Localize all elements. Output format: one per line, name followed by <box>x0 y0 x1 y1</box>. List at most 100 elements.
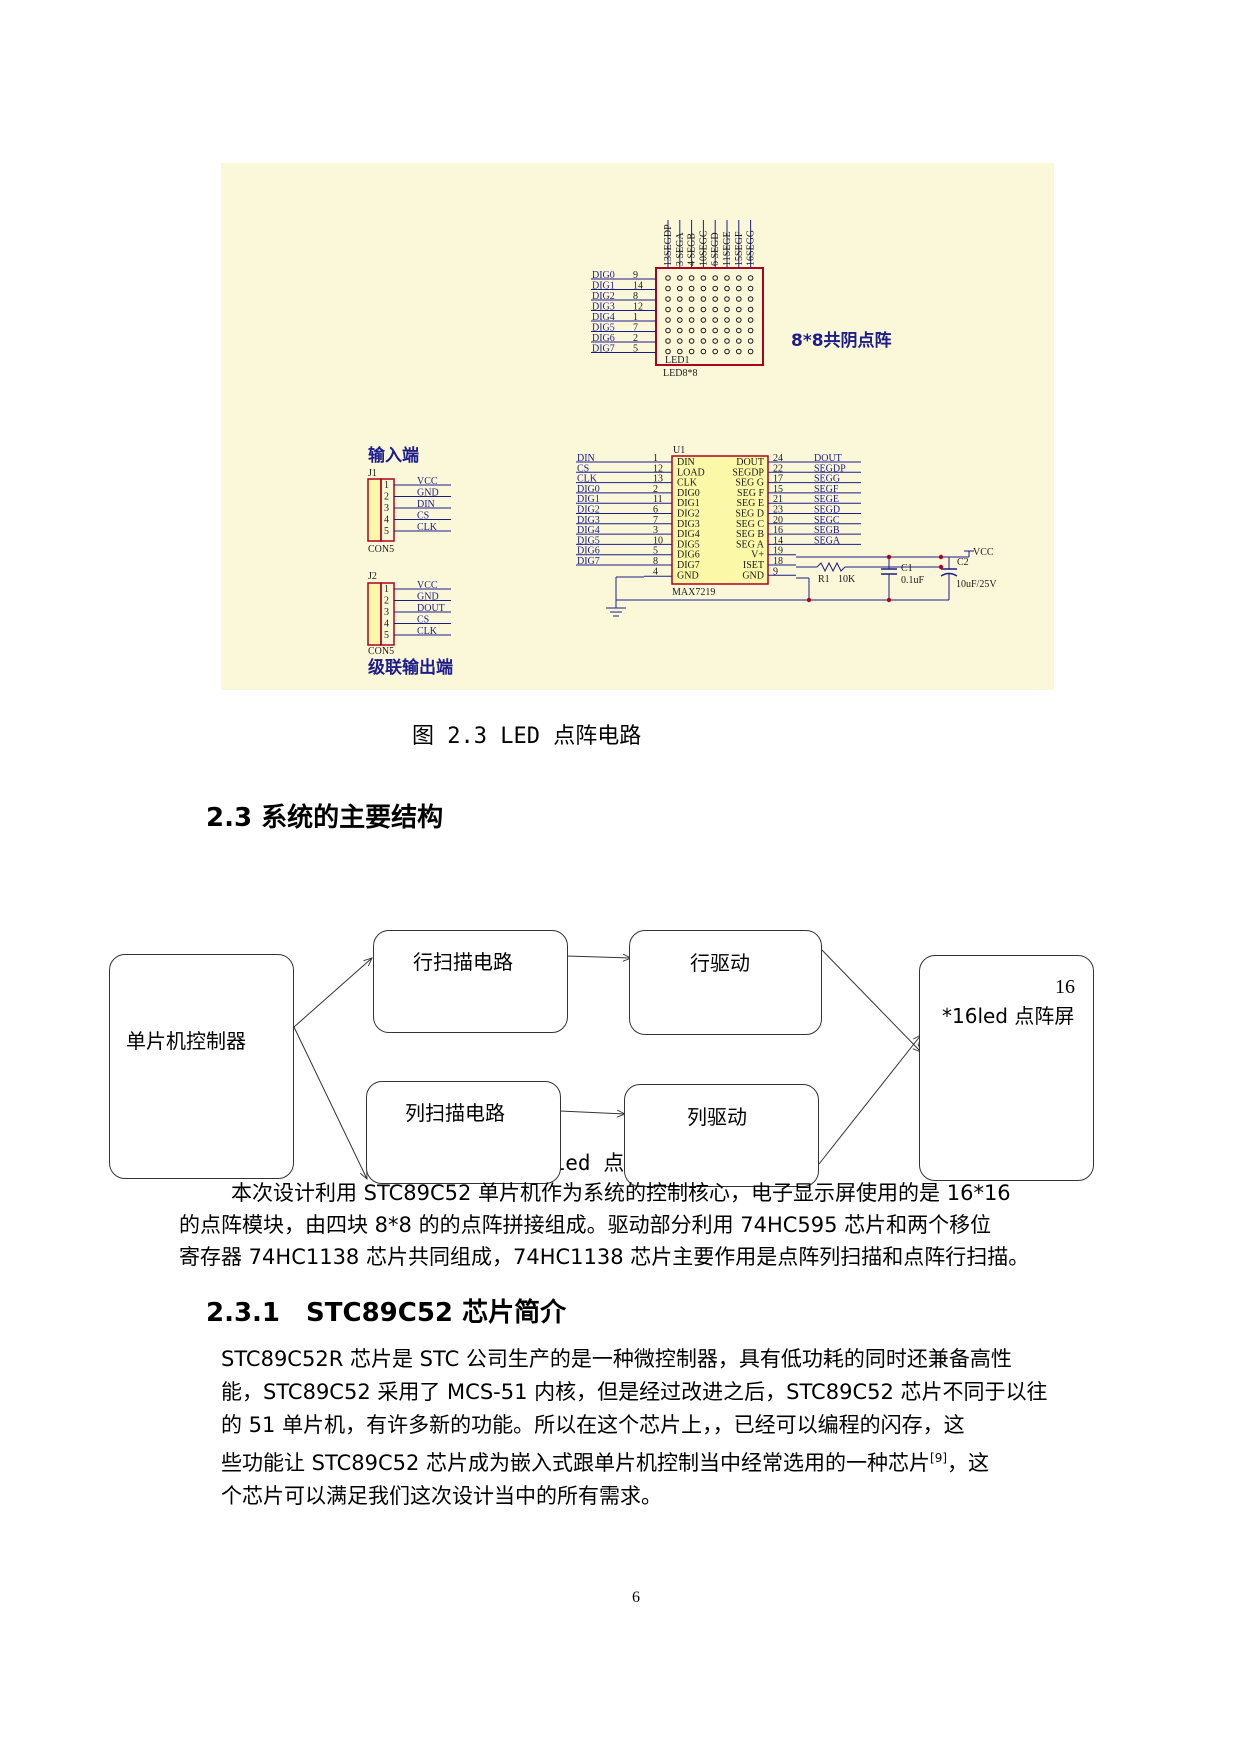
ic-left-function: DIG0 <box>677 488 700 499</box>
ic-left-net: DIG6 <box>577 546 600 557</box>
matrix-dot <box>712 296 719 302</box>
junction-1 <box>886 554 892 560</box>
ic-left-pin: 13 <box>653 474 663 485</box>
ic-left-net: DIG1 <box>577 494 600 505</box>
matrix-dot <box>747 275 754 281</box>
matrix-dot <box>677 296 683 302</box>
matrix-dots <box>665 275 754 355</box>
matrix-dot <box>736 296 742 302</box>
matrix-dot <box>712 348 719 355</box>
col-scan-block: 列扫描电路 <box>366 1081 561 1184</box>
row-drive-label: 行驱动 <box>690 951 750 975</box>
subsection-heading: 2.3.1 STC89C52 芯片简介 <box>206 1298 567 1328</box>
matrix-row-pin: 12 <box>633 302 643 313</box>
matrix-row-label: DIG4 <box>592 312 615 323</box>
matrix-dot <box>736 317 742 323</box>
paragraph-2-line-1: STC89C52R 芯片是 STC 公司生产的是一种微控制器，具有低功耗的同时还… <box>221 1347 1012 1371</box>
matrix-dot <box>712 327 719 334</box>
matrix-dot <box>712 317 719 323</box>
paragraph-2-line-4-text: 些功能让 STC89C52 芯片成为嵌入式跟单片机控制当中经常选用的一种芯片 <box>221 1451 931 1475</box>
c1-ref: C1 <box>901 563 913 574</box>
citation-ref: [9] <box>930 1451 948 1465</box>
j1-ref: J1 <box>368 468 377 479</box>
ic-right-pin: 14 <box>773 535 783 546</box>
ic-right-function: SEG F <box>737 488 764 499</box>
matrix-dot <box>736 327 742 334</box>
j2-pin-box <box>380 582 395 646</box>
matrix-column-label: 4 SEGB <box>687 233 698 266</box>
r1-ref: R1 <box>818 574 830 585</box>
matrix-row-label: DIG0 <box>592 270 615 281</box>
ic-right-pin: 19 <box>773 546 783 557</box>
ic-left-pin: 3 <box>653 525 658 536</box>
ic-right-pin: 9 <box>773 566 778 577</box>
ic-left-function: DIG2 <box>677 509 700 520</box>
matrix-column-label: 6 SEGD <box>710 232 721 266</box>
ic-right-pin: 21 <box>773 494 783 505</box>
ic-left-function: DIG1 <box>677 498 700 509</box>
matrix-dot <box>688 338 695 344</box>
ic-left-function: DIG7 <box>677 560 700 571</box>
j1-pin-label: GND <box>417 488 439 499</box>
ic-right-function: ISET <box>743 560 764 571</box>
j1-pin-label: CLK <box>417 522 438 533</box>
matrix-row-pin: 5 <box>633 344 638 355</box>
matrix-dot <box>677 275 683 281</box>
ic-left-function: GND <box>677 570 699 581</box>
j1-pin-label: CS <box>417 511 429 522</box>
matrix-dot <box>724 338 730 344</box>
col-drive-block: 列驱动 <box>624 1084 819 1187</box>
matrix-dot <box>688 285 695 292</box>
j2-pin-label: CS <box>417 615 429 626</box>
r1-value: 10K <box>838 574 856 585</box>
ic-right-net: SEGDP <box>814 463 846 474</box>
arrow-col-scan-to-col-drive <box>559 1111 625 1114</box>
controller-label: 单片机控制器 <box>126 1029 246 1053</box>
ic-left-function: LOAD <box>677 467 705 478</box>
ic-left-function: DIG5 <box>677 539 700 550</box>
vcc-label: VCC <box>973 547 994 558</box>
matrix-dot <box>700 306 707 313</box>
ic-right-function: SEG D <box>735 509 764 520</box>
j2-pin-number: 2 <box>384 596 389 607</box>
matrix-dot <box>700 285 707 292</box>
matrix-dot <box>724 348 730 355</box>
ic-left-pin: 1 <box>653 453 658 464</box>
ic-right-function: SEG C <box>736 519 764 530</box>
j1-pin-number: 1 <box>384 480 389 491</box>
ic-left-pin: 12 <box>653 463 663 474</box>
ic-left-pin: 10 <box>653 535 663 546</box>
matrix-row-pin: 14 <box>633 281 643 292</box>
matrix-dot <box>677 327 683 334</box>
matrix-column-label: 15SEGF <box>734 231 745 266</box>
row-scan-label: 行扫描电路 <box>413 950 513 974</box>
j1-part: CON5 <box>368 544 394 555</box>
j2-pin-number: 4 <box>384 619 389 630</box>
ic-left-net: CS <box>577 463 589 474</box>
matrix-row-pin: 9 <box>633 270 638 281</box>
j2-ref: J2 <box>368 571 377 582</box>
junction-3 <box>886 597 892 603</box>
matrix-dot <box>665 296 671 302</box>
paragraph-2-line-5: 个芯片可以满足我们这次设计当中的所有需求。 <box>221 1484 662 1508</box>
ic-left-pin: 8 <box>653 556 658 567</box>
ic-left-net: DIG0 <box>577 484 600 495</box>
matrix-dot <box>724 296 730 302</box>
paragraph-1-line-1: 本次设计利用 STC89C52 单片机作为系统的控制核心，电子显示屏使用的是 1… <box>179 1177 1139 1209</box>
ic-right-net: SEGD <box>814 505 840 516</box>
matrix-column-label: 11SEGE <box>722 231 733 266</box>
junction-5 <box>938 564 944 570</box>
matrix-dot <box>677 285 683 292</box>
row-scan-block: 行扫描电路 <box>373 930 568 1033</box>
matrix-row-label: DIG5 <box>592 323 615 334</box>
matrix-row-label: DIG3 <box>592 302 615 313</box>
matrix-dot <box>712 306 719 313</box>
paragraph-2-line-4-end: ，这 <box>947 1451 990 1475</box>
